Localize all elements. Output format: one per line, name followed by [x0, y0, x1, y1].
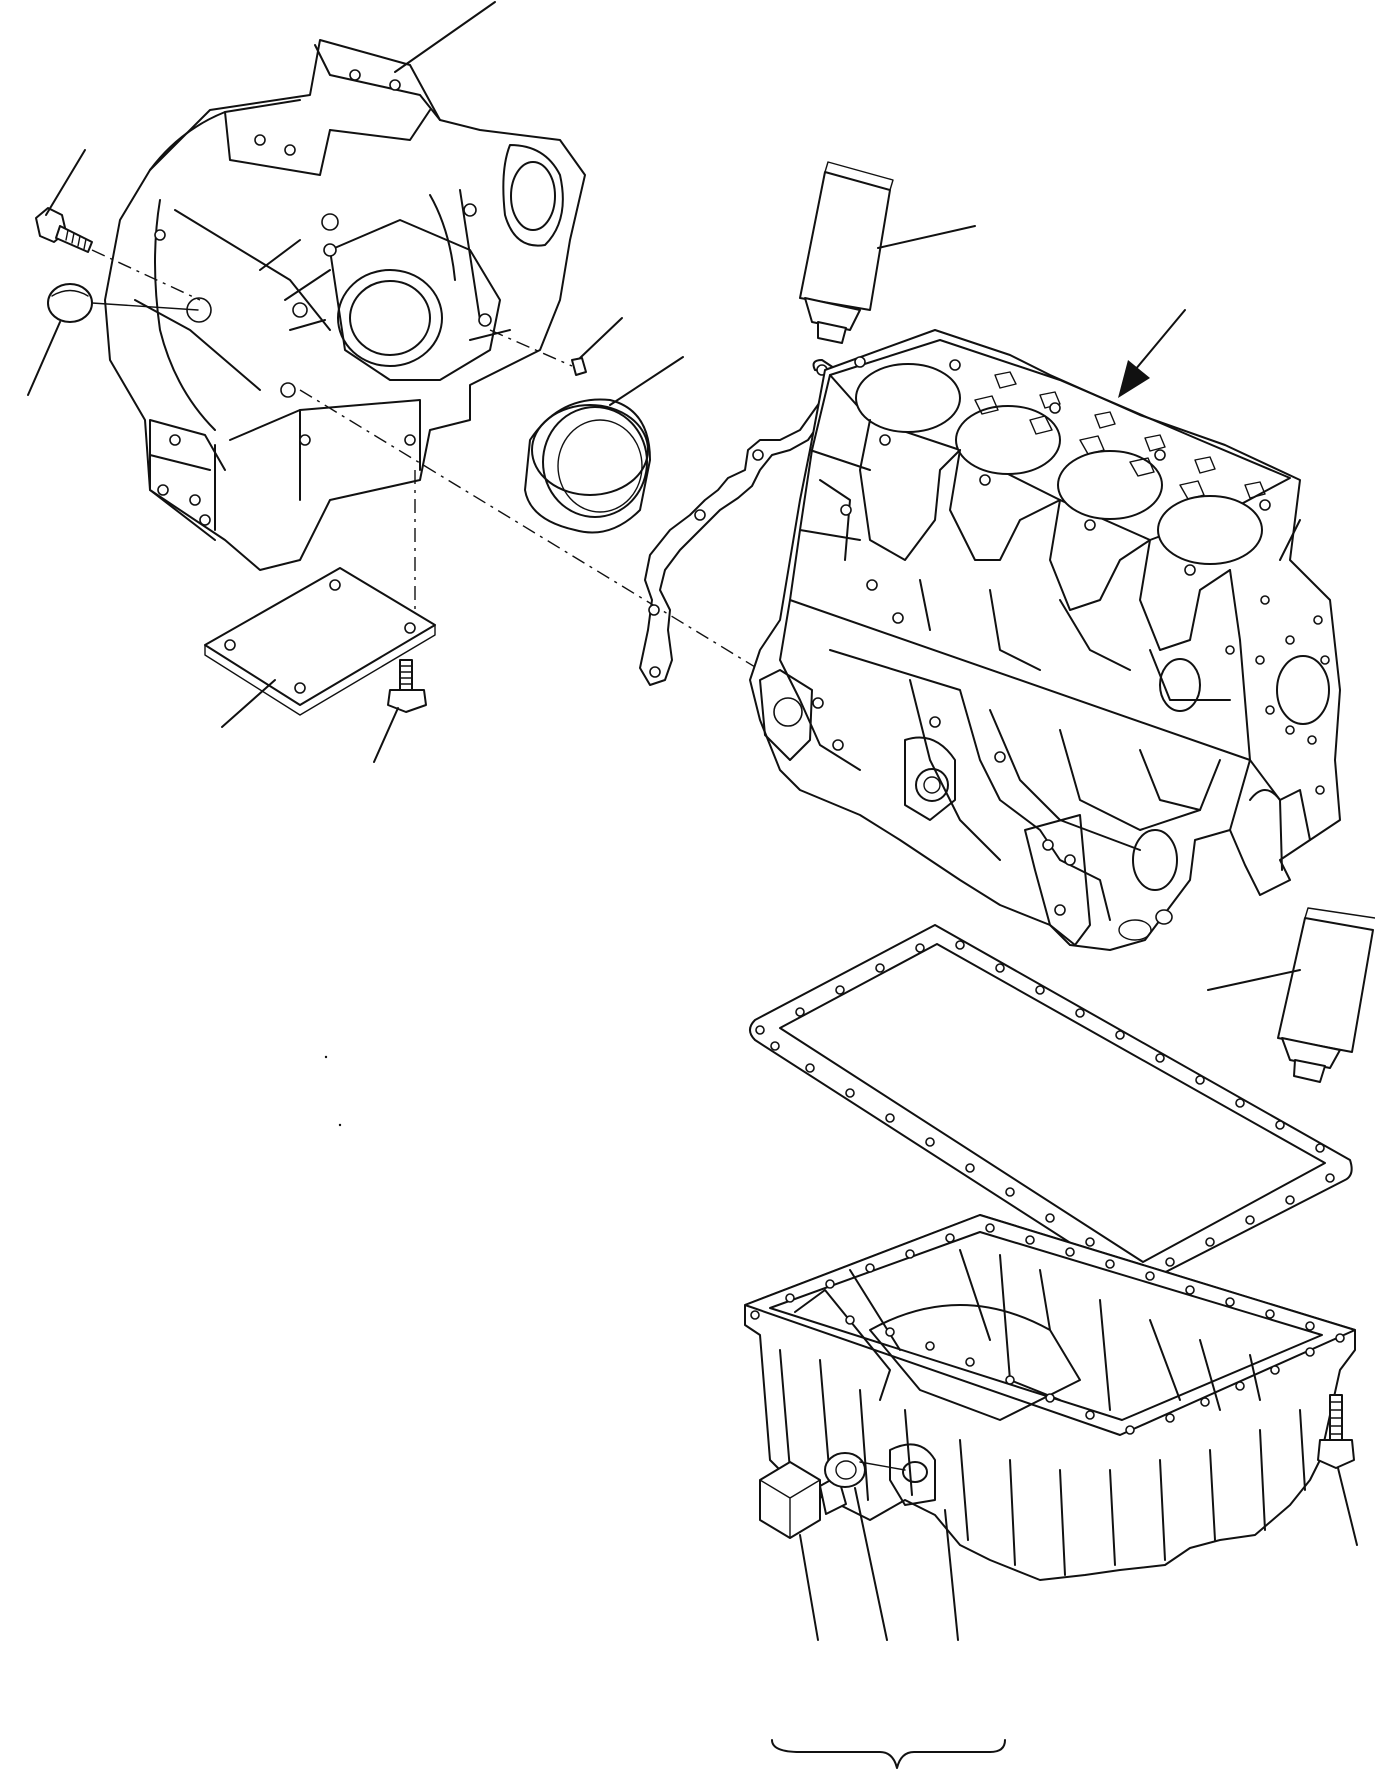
- bolt-icon: [387, 659, 427, 713]
- sealant-tube-icon: [799, 161, 894, 344]
- leader-line-plug: [27, 321, 61, 396]
- leader-line-sealant-upper: [877, 225, 976, 249]
- leader-line-oil-pan: [944, 1509, 959, 1641]
- stray-dot: [338, 1123, 342, 1127]
- seal-ring-icon: [524, 398, 651, 534]
- leader-line-seal: [609, 356, 684, 406]
- flywheel-housing-icon: [104, 39, 586, 571]
- axis-line-center: [299, 389, 761, 671]
- leader-line-washer: [854, 1487, 888, 1641]
- engine-block-icon: [749, 329, 1341, 951]
- axis-line-plug: [91, 302, 199, 311]
- leader-line-sealant-lower: [1207, 969, 1301, 991]
- washer-icon: [824, 1452, 866, 1488]
- sealant-tube-icon: [1277, 907, 1375, 1083]
- leader-line-cover-bolt: [373, 707, 399, 763]
- bolt-icon: [1317, 1394, 1355, 1469]
- gasket-icon: [639, 359, 853, 686]
- leader-line-drain-plug: [799, 1534, 819, 1641]
- pin-icon: [571, 357, 587, 376]
- leader-line-cover-plate: [221, 679, 276, 728]
- arrow-icon: [1118, 309, 1186, 398]
- axis-line-bolt: [91, 249, 201, 301]
- leader-line-housing: [394, 1, 496, 73]
- plug-icon: [759, 1461, 847, 1539]
- oil-pan-icon: [744, 1214, 1356, 1581]
- bolt-icon: [35, 207, 93, 253]
- plug-icon: [47, 283, 93, 323]
- leader-line-bolt: [45, 149, 86, 216]
- leader-line-oil-pan-bolt: [1337, 1467, 1358, 1546]
- group-brace: [771, 1739, 1006, 1769]
- axis-line-drain: [859, 1461, 906, 1471]
- cover-plate-icon: [204, 567, 436, 716]
- leader-line-pin: [579, 317, 623, 359]
- stray-dot: [324, 1055, 328, 1059]
